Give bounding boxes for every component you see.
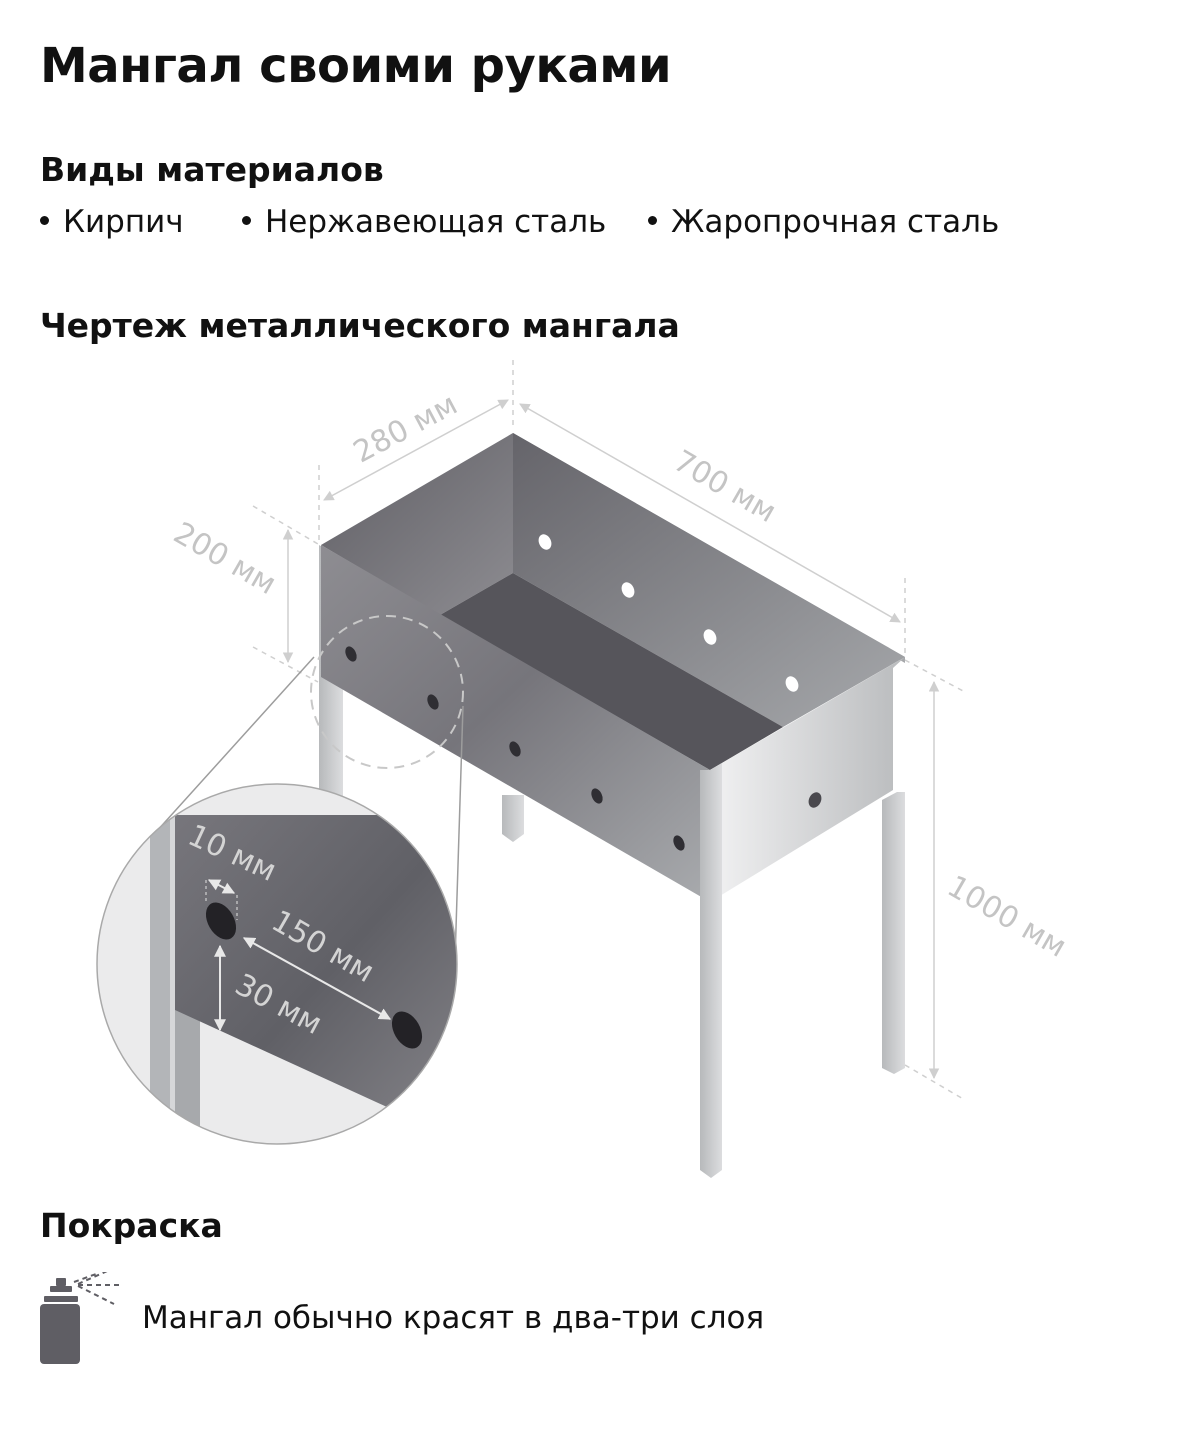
dimension-label-box-height: 200 мм bbox=[167, 516, 282, 602]
material-label: Кирпич bbox=[63, 204, 184, 240]
painting-heading: Покраска bbox=[40, 1206, 223, 1245]
materials-list: Кирпич Нержавеющая сталь Жаропрочная ста… bbox=[40, 204, 1160, 248]
bullet-icon bbox=[648, 216, 657, 225]
detail-arrow bbox=[207, 879, 236, 894]
spray-can-icon bbox=[40, 1272, 120, 1364]
bullet-icon bbox=[40, 216, 49, 225]
material-label: Жаропрочная сталь bbox=[671, 204, 1000, 240]
vent-hole bbox=[427, 694, 439, 710]
vent-hole-detail bbox=[205, 902, 237, 940]
page-title: Мангал своими руками bbox=[40, 38, 672, 94]
dimension-label-total-height: 1000 мм bbox=[941, 869, 1072, 965]
material-label: Нержавеющая сталь bbox=[265, 204, 607, 240]
drawing-heading: Чертеж металлического мангала bbox=[40, 306, 680, 345]
dimension-label-length: 700 мм bbox=[667, 444, 782, 530]
detail-magnifier: 10 мм 150 мм 30 мм bbox=[96, 783, 458, 1145]
detail-arrow bbox=[242, 937, 392, 1020]
grill-leg bbox=[882, 792, 905, 1074]
painting-note: Мангал обычно красят в два-три слоя bbox=[142, 1300, 765, 1336]
grill-short-side bbox=[710, 657, 905, 902]
vent-hole bbox=[808, 792, 822, 808]
material-item: Кирпич bbox=[40, 204, 184, 240]
zoom-connector-line bbox=[454, 705, 464, 961]
vent-hole bbox=[673, 835, 685, 851]
material-item: Жаропрочная сталь bbox=[648, 204, 999, 240]
extension-lines bbox=[252, 360, 966, 1101]
grill-drawing: 280 мм 700 мм 200 мм 1000 мм 10 мм 150 м… bbox=[96, 360, 1072, 1178]
vent-hole bbox=[345, 646, 357, 662]
vent-hole bbox=[703, 629, 717, 645]
vent-hole bbox=[509, 741, 521, 757]
dimension-label-width: 280 мм bbox=[348, 387, 463, 471]
dimension-arrow bbox=[519, 403, 901, 623]
grill-leg bbox=[502, 795, 524, 842]
bullet-icon bbox=[242, 216, 251, 225]
vent-hole bbox=[785, 676, 799, 692]
zoom-connector-line bbox=[155, 656, 315, 833]
zoom-area-circle bbox=[310, 615, 464, 769]
vent-hole bbox=[591, 788, 603, 804]
vent-hole-detail bbox=[391, 1011, 423, 1049]
materials-heading: Виды материалов bbox=[40, 150, 384, 189]
dimension-arrow bbox=[323, 399, 509, 501]
grill-long-side bbox=[321, 545, 710, 902]
material-item: Нержавеющая сталь bbox=[242, 204, 606, 240]
grill-leg bbox=[700, 763, 722, 1178]
